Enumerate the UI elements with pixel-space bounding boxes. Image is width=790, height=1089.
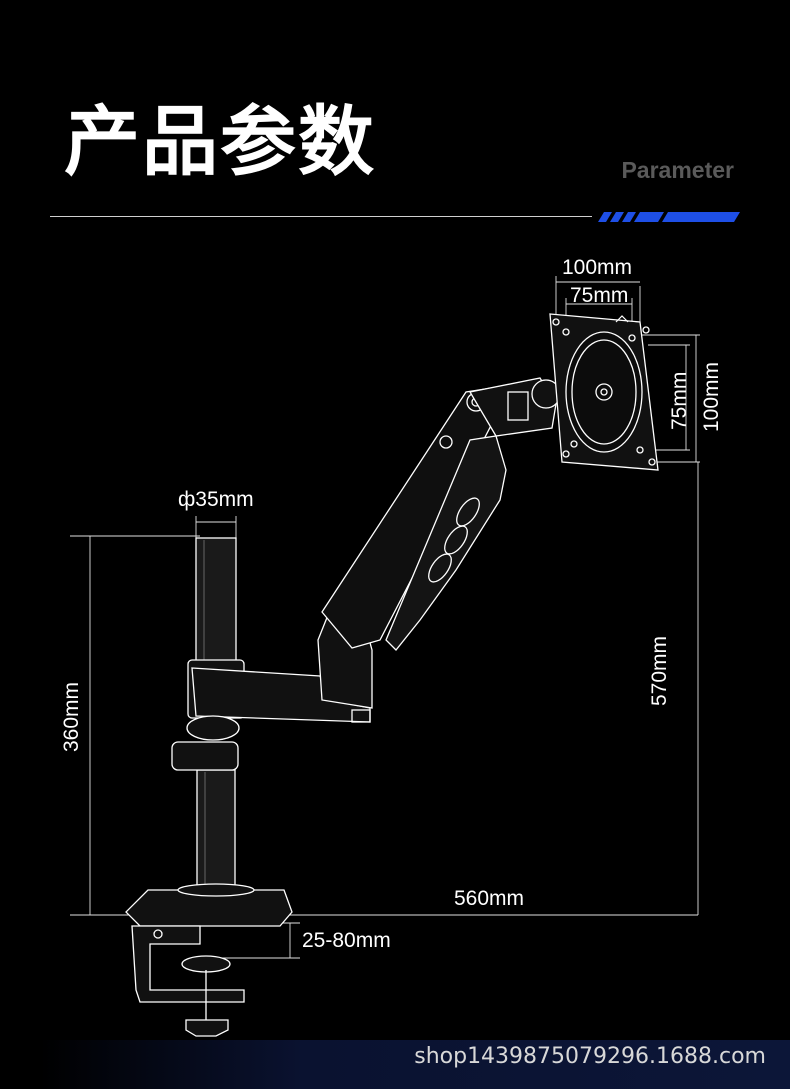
vesa-inner-width-label: 75mm — [570, 284, 628, 307]
clamp-range-label: 25-80mm — [302, 929, 391, 952]
max-height-label: 570mm — [648, 636, 671, 706]
pole-diameter-label: ф35mm — [178, 488, 254, 511]
vesa-plate — [549, 313, 659, 471]
lower-arm — [171, 605, 373, 771]
shop-watermark: shop1439875079296.1688.com — [414, 1044, 766, 1069]
upper-arm — [321, 377, 561, 651]
vesa-outer-width-label: 100mm — [562, 256, 632, 279]
pole-height-label: 360mm — [60, 682, 83, 752]
max-reach-label: 560mm — [454, 887, 524, 910]
accent-stripes — [598, 212, 740, 222]
vesa-outer-height-label: 100mm — [700, 362, 723, 432]
title-divider — [50, 216, 592, 217]
footer-band — [40, 1040, 790, 1089]
vesa-inner-height-label: 75mm — [668, 372, 691, 430]
page-title: 产品参数 — [64, 97, 376, 186]
page-subtitle: Parameter — [621, 157, 734, 183]
clamp-base — [125, 883, 293, 1037]
